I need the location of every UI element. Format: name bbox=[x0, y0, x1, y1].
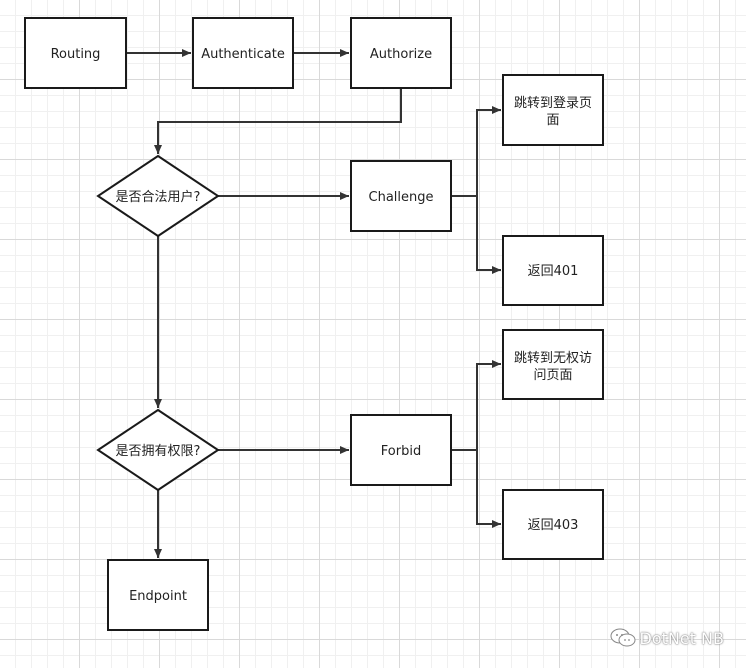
edge-forbid-return-403 bbox=[476, 450, 501, 528]
edge-forbid-redirect-noperm bbox=[451, 360, 501, 451]
challenge-label: Challenge bbox=[369, 190, 434, 205]
watermark: DotNet NB bbox=[610, 628, 725, 648]
routing-node[interactable]: Routing bbox=[24, 17, 127, 89]
redirect-noperm-node[interactable]: 跳转到无权访 问页面 bbox=[502, 329, 604, 400]
endpoint-label: Endpoint bbox=[129, 589, 187, 604]
has-permission-label: 是否拥有权限? bbox=[116, 443, 201, 459]
has-permission-decision[interactable]: 是否拥有权限? bbox=[96, 408, 220, 492]
return-403-label: 返回403 bbox=[528, 518, 579, 533]
authenticate-label: Authenticate bbox=[201, 47, 285, 62]
routing-label: Routing bbox=[51, 47, 101, 62]
is-valid-user-label: 是否合法用户? bbox=[116, 189, 201, 205]
edges bbox=[126, 49, 501, 558]
redirect-login-node[interactable]: 跳转到登录页 面 bbox=[502, 74, 604, 146]
edge-challenge-return-401 bbox=[476, 196, 501, 274]
redirect-login-label-line2: 面 bbox=[546, 113, 559, 128]
edge-authorize-valid-user bbox=[154, 88, 402, 154]
redirect-noperm-label-line2: 问页面 bbox=[533, 368, 572, 383]
forbid-node[interactable]: Forbid bbox=[350, 414, 452, 486]
return-401-node[interactable]: 返回401 bbox=[502, 235, 604, 306]
authenticate-node[interactable]: Authenticate bbox=[192, 17, 294, 89]
redirect-noperm-label-line1: 跳转到无权访 bbox=[514, 350, 592, 366]
return-403-node[interactable]: 返回403 bbox=[502, 489, 604, 560]
authorize-label: Authorize bbox=[370, 47, 432, 62]
endpoint-node[interactable]: Endpoint bbox=[107, 559, 209, 631]
return-401-label: 返回401 bbox=[528, 264, 579, 279]
authorize-node[interactable]: Authorize bbox=[350, 17, 452, 89]
is-valid-user-decision[interactable]: 是否合法用户? bbox=[96, 154, 220, 238]
redirect-login-label-line1: 跳转到登录页 bbox=[514, 96, 592, 111]
edge-challenge-redirect-login bbox=[451, 106, 501, 197]
wechat-icon bbox=[610, 628, 635, 647]
forbid-label: Forbid bbox=[381, 444, 421, 459]
watermark-text: DotNet NB bbox=[639, 628, 725, 648]
challenge-node[interactable]: Challenge bbox=[350, 160, 452, 232]
